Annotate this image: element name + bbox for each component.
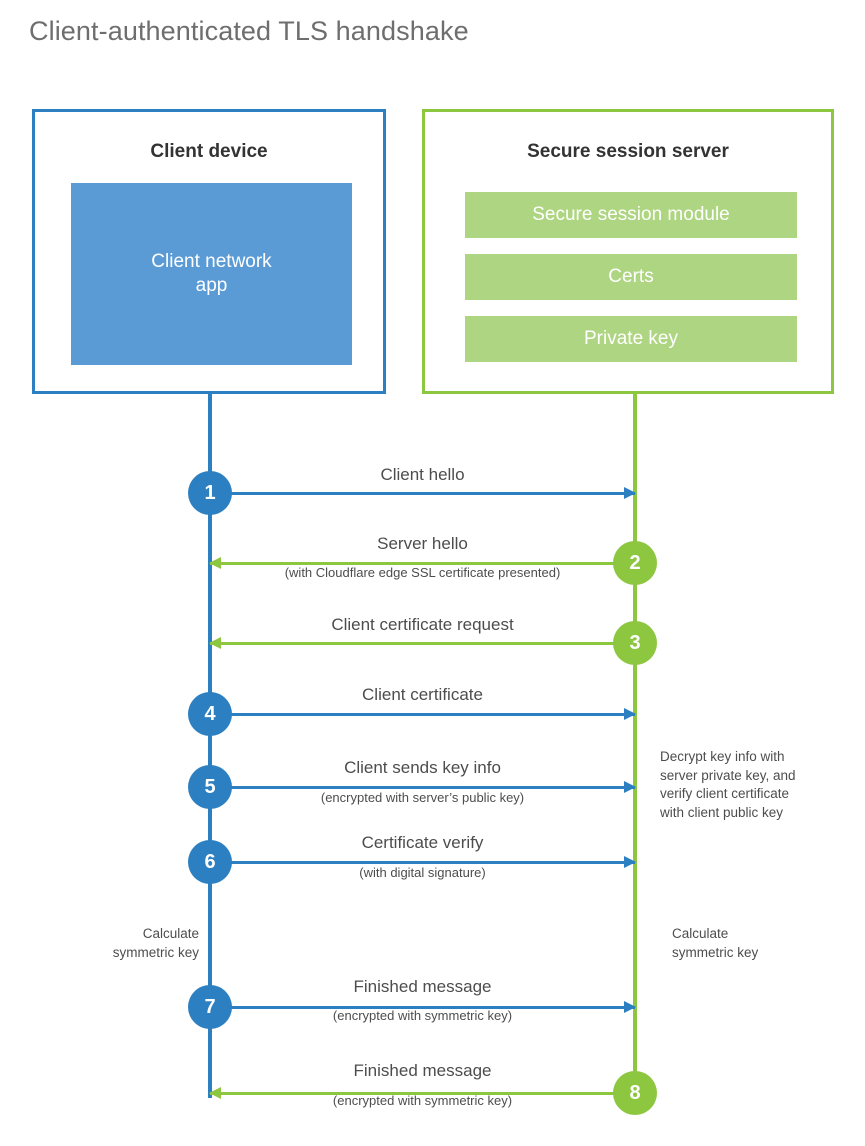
arrow-head-icon [624, 708, 636, 720]
step-circle-5[interactable]: 5 [188, 765, 232, 809]
step-circle-4[interactable]: 4 [188, 692, 232, 736]
step-number-5: 5 [204, 775, 216, 798]
server-lifeline [633, 392, 637, 1098]
message-label-2: Server hello [377, 534, 468, 553]
step-number-2: 2 [629, 551, 641, 574]
message-label-1: Client hello [380, 465, 465, 484]
message-label-3: Client certificate request [331, 615, 514, 634]
message-sublabel-2: (with Cloudflare edge SSL certificate pr… [284, 565, 561, 580]
message-label-8: Finished message [353, 1061, 492, 1080]
message-sublabel-6: (with digital signature) [359, 865, 486, 880]
step-number-8: 8 [629, 1081, 641, 1104]
arrow-head-icon [624, 856, 636, 868]
message-arrow-3 [209, 637, 635, 649]
client-network-app-block: Client network app [71, 183, 352, 365]
message-arrow-5 [210, 781, 636, 793]
arrow-head-icon [209, 1087, 221, 1099]
message-label-7: Finished message [353, 977, 492, 996]
secure-session-server-title: Secure session server [527, 141, 729, 162]
arrow-head-icon [624, 781, 636, 793]
page-title: Client-authenticated TLS handshake [29, 16, 469, 46]
server-component-certs: Certs [465, 254, 797, 300]
server-component-secure-session-module: Secure session module [465, 192, 797, 238]
step-circle-7[interactable]: 7 [188, 985, 232, 1029]
arrow-head-icon [209, 637, 221, 649]
step-circle-1[interactable]: 1 [188, 471, 232, 515]
message-arrow-1 [210, 487, 636, 499]
step-circle-2[interactable]: 2 [613, 541, 657, 585]
message-arrow-7 [210, 1001, 636, 1013]
message-label-6: Certificate verify [361, 833, 484, 852]
server-component-private-key: Private key [465, 316, 797, 362]
message-arrow-6 [210, 856, 636, 868]
arrow-head-icon [624, 1001, 636, 1013]
step-number-3: 3 [629, 631, 641, 654]
step-number-1: 1 [204, 481, 216, 504]
client-device-box: Client device Client network app [32, 109, 386, 394]
note-server-decrypt-key-info: Decrypt key info with server private key… [660, 749, 796, 820]
client-lifeline [208, 392, 212, 1098]
note-client-calculate-symmetric-key: Calculate symmetric key [112, 926, 199, 960]
message-arrow-8 [209, 1087, 635, 1099]
message-sublabel-5: (encrypted with server’s public key) [320, 790, 525, 805]
step-circle-8[interactable]: 8 [613, 1071, 657, 1115]
message-sublabel-7: (encrypted with symmetric key) [332, 1008, 513, 1023]
message-arrow-4 [210, 708, 636, 720]
step-circle-6[interactable]: 6 [188, 840, 232, 884]
client-device-title: Client device [150, 141, 268, 162]
step-number-4: 4 [204, 702, 216, 725]
secure-session-server-box: Secure session server Secure session mod… [422, 109, 834, 394]
step-number-6: 6 [204, 850, 216, 873]
message-arrow-2 [209, 557, 635, 569]
step-number-7: 7 [204, 995, 216, 1018]
arrow-head-icon [624, 487, 636, 499]
step-circle-3[interactable]: 3 [613, 621, 657, 665]
message-label-5: Client sends key info [344, 758, 501, 777]
note-server-calculate-symmetric-key: Calculate symmetric key [672, 926, 759, 960]
arrow-head-icon [209, 557, 221, 569]
message-sublabel-8: (encrypted with symmetric key) [332, 1093, 513, 1108]
message-label-4: Client certificate [362, 685, 483, 704]
